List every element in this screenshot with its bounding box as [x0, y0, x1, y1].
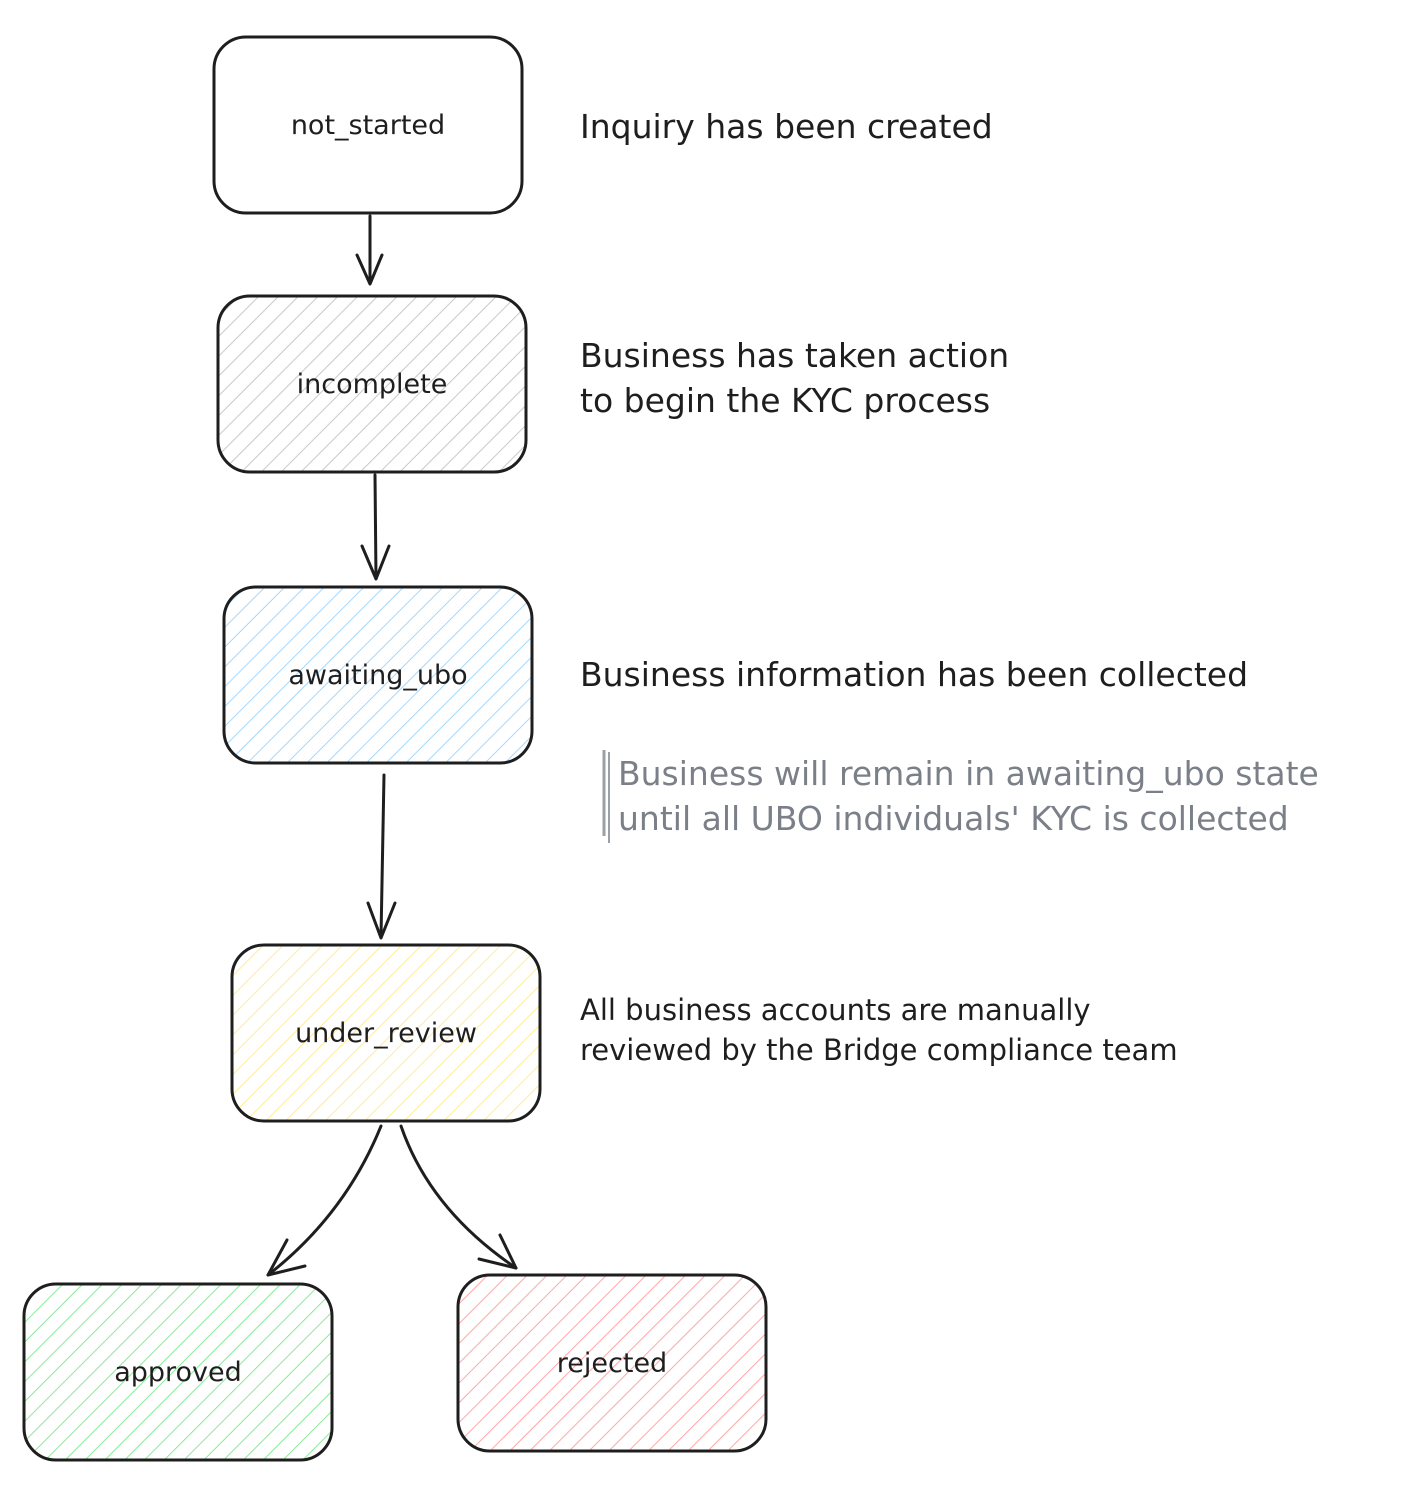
description-awaiting-ubo: Business information has been collected — [580, 655, 1248, 694]
edge-not-started-to-incomplete — [355, 214, 384, 286]
arrowhead-icon — [266, 1238, 307, 1277]
description-incomplete-line-2: to begin the KYC process — [580, 381, 990, 420]
node-hatch — [24, 1284, 332, 1460]
node-box — [212, 35, 524, 215]
arrowhead-icon — [355, 253, 384, 286]
node-not-started: not_started — [212, 35, 524, 215]
node-label: incomplete — [297, 369, 448, 400]
edge-under-review-to-rejected — [399, 1124, 518, 1270]
arrowhead-icon — [366, 901, 397, 940]
description-not-started: Inquiry has been created — [580, 107, 993, 146]
edge-line — [266, 1124, 383, 1277]
note-line-2: until all UBO individuals' KYC is collec… — [618, 799, 1289, 838]
arrowhead-icon — [477, 1233, 518, 1270]
description-under-review-line-1: All business accounts are manually — [580, 993, 1091, 1027]
node-box — [22, 1282, 334, 1462]
node-awaiting-ubo: awaiting_ubo — [222, 585, 534, 765]
edge-under-review-to-approved — [266, 1124, 383, 1277]
node-label: awaiting_ubo — [288, 660, 467, 691]
node-box — [216, 294, 528, 474]
node-label: under_review — [295, 1018, 477, 1049]
node-hatch — [224, 587, 532, 763]
description-under-review-line-2: reviewed by the Bridge compliance team — [580, 1033, 1178, 1067]
edge-incomplete-to-awaiting-ubo — [360, 473, 391, 581]
node-hatch — [218, 296, 526, 472]
node-incomplete: incomplete — [216, 294, 528, 474]
node-hatch — [232, 945, 540, 1121]
node-label: not_started — [291, 110, 445, 141]
description-incomplete-line-1: Business has taken action — [580, 336, 1009, 375]
edge-line — [373, 473, 378, 580]
edge-line — [399, 1124, 518, 1270]
node-hatch — [458, 1275, 766, 1451]
awaiting-ubo-note: Business will remain in awaiting_ubo sta… — [602, 750, 1319, 843]
node-box — [230, 943, 542, 1123]
node-box — [456, 1273, 768, 1453]
arrowhead-icon — [360, 544, 391, 581]
node-approved: approved — [22, 1282, 334, 1462]
node-box — [222, 585, 534, 765]
node-label: approved — [114, 1357, 242, 1388]
note-line-1: Business will remain in awaiting_ubo sta… — [618, 754, 1319, 793]
edge-awaiting-ubo-to-under-review — [366, 773, 397, 940]
node-rejected: rejected — [456, 1273, 768, 1453]
edge-line — [379, 773, 386, 939]
node-under-review: under_review — [230, 943, 542, 1123]
node-label: rejected — [557, 1348, 667, 1379]
